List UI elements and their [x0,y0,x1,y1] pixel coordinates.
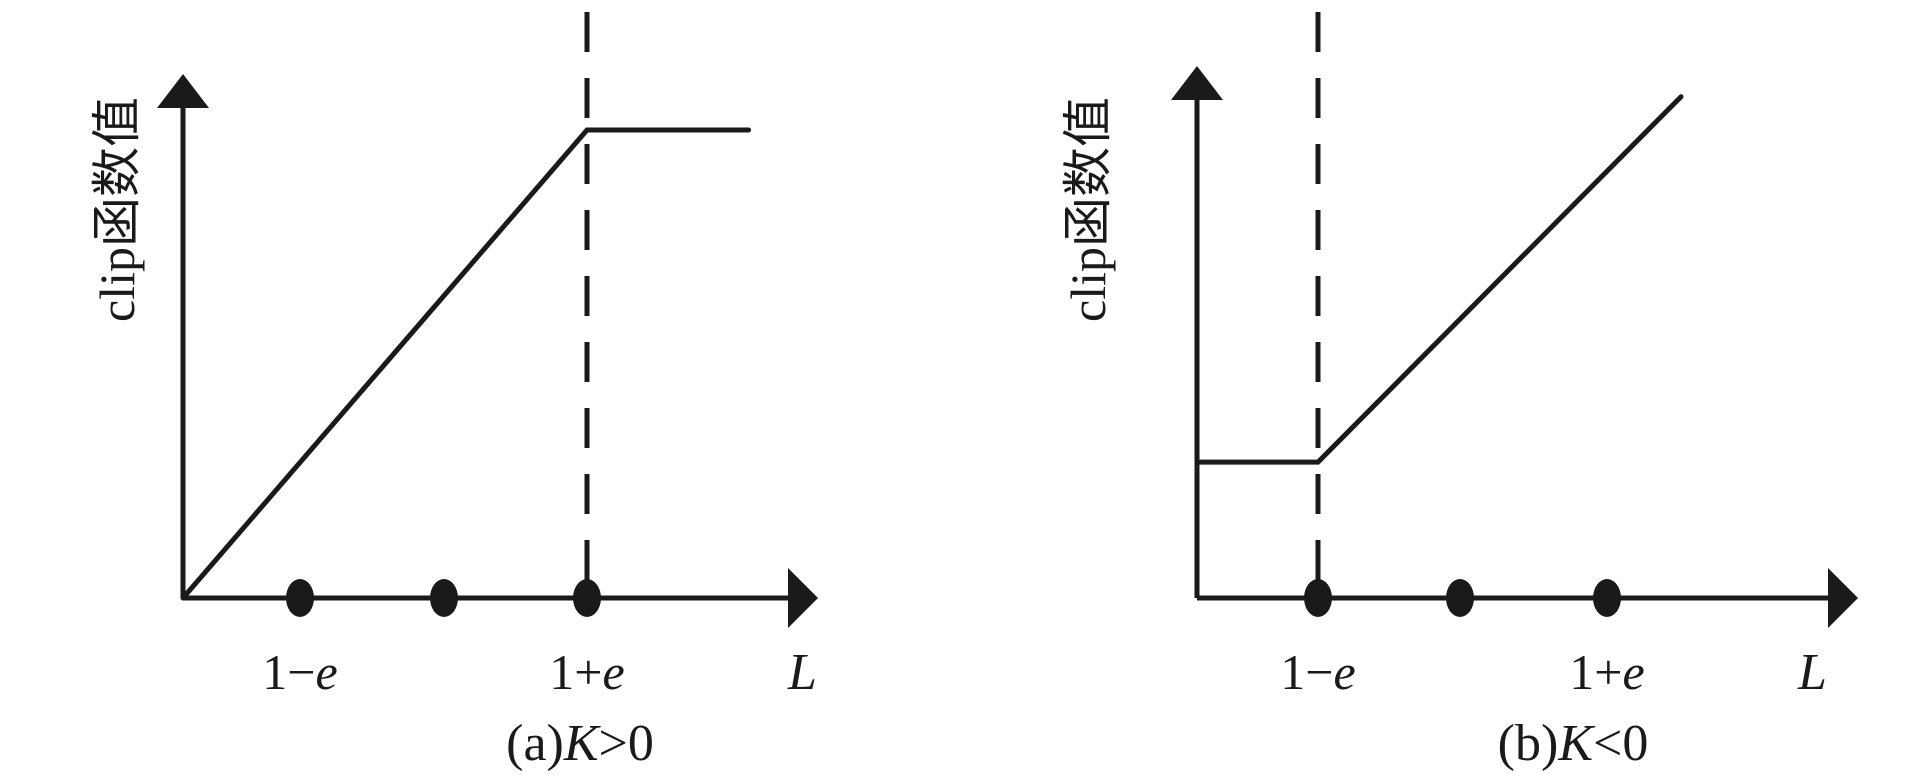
x-tick-marker [1593,579,1621,617]
chart-panel-b: clip函数值 1−e 1+e L (b)K<0 [960,0,1913,780]
x-tick-label-1-plus-e: 1+e [1569,644,1645,700]
y-axis-arrow [157,74,209,108]
x-tick-marker [430,579,458,617]
x-axis-label: L [788,644,817,701]
x-tick-label-1-plus-e: 1+e [549,644,625,700]
x-axis-label: L [1798,644,1827,701]
x-tick-marker [286,579,314,617]
caption-a: (a)K>0 [506,715,654,772]
chart-a-svg [157,12,818,628]
y-axis-label: clip函数值 [89,97,145,322]
x-axis-arrow [788,568,818,628]
x-tick-marker [1304,579,1332,617]
x-tick-label-1-minus-e: 1−e [262,644,338,700]
series-line [1194,94,1684,465]
x-axis-arrow [1828,568,1858,628]
x-tick-label-1-minus-e: 1−e [1280,644,1356,700]
chart-b-svg [1171,12,1858,628]
caption-b: (b)K<0 [1497,715,1649,772]
series-line [180,127,752,601]
y-axis-label: clip函数值 [1060,97,1116,322]
y-axis-arrow [1171,66,1223,100]
x-tick-marker [1446,579,1474,617]
x-tick-marker [573,579,601,617]
chart-panel-a: clip函数值 1−e 1+e L (a)K>0 [89,12,818,772]
